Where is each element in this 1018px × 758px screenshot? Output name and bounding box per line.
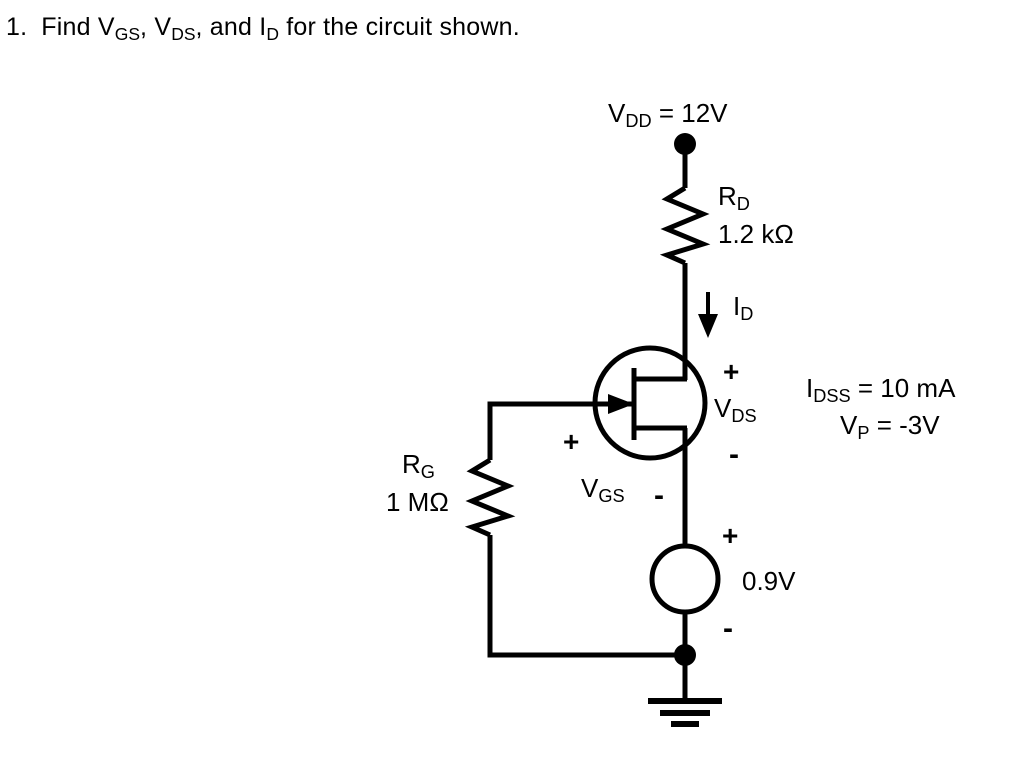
gate-resistor-value: 1 MΩ	[386, 487, 449, 517]
jfet-transistor-symbol	[592, 345, 708, 461]
question-term-vgs: VGS	[97, 13, 141, 44]
question-term-id: ID	[259, 13, 280, 44]
vgs-plus-sign: +	[563, 426, 580, 457]
question-prefix: Find	[41, 13, 98, 41]
drain-resistor-name: RD	[718, 181, 750, 215]
question-suffix: for the circuit shown.	[279, 13, 520, 41]
ground-symbol-icon	[648, 698, 722, 727]
drain-current-arrow-icon	[698, 292, 718, 338]
ground-node-dot	[674, 644, 696, 666]
gate-resistor-name: RG	[402, 449, 435, 483]
question-separator-2: , and	[195, 13, 260, 41]
vdd-node-dot	[674, 133, 696, 155]
jfet-gate-arrow-icon	[608, 394, 634, 414]
idss-parameter: IDSS = 10 mA	[806, 373, 956, 407]
wire-gate-to-rg	[487, 401, 592, 460]
question-text: 1. Find VGS, VDS, and ID for the circuit …	[6, 12, 520, 44]
gate-resistor-symbol	[464, 457, 516, 538]
wire-rg-to-ground-node	[487, 535, 680, 658]
question-separator-1: ,	[140, 13, 155, 41]
drain-resistor-value: 1.2 kΩ	[718, 219, 794, 249]
vgs-label: VGS	[581, 473, 625, 507]
vds-label: VDS	[714, 393, 757, 427]
vds-minus-sign: -	[729, 438, 739, 471]
question-number: 1.	[6, 13, 28, 41]
source-voltage-minus-sign: -	[723, 612, 733, 645]
question-term-vds: VDS	[154, 13, 196, 44]
vp-parameter: VP = -3V	[840, 410, 940, 444]
drain-current-label: ID	[733, 291, 754, 325]
drain-resistor-symbol	[659, 185, 711, 266]
voltage-source-symbol	[649, 543, 721, 615]
vdd-label: VDD = 12V	[608, 98, 728, 132]
vgs-minus-sign: -	[654, 479, 664, 512]
vds-plus-sign: +	[723, 356, 740, 387]
source-voltage-value: 0.9V	[742, 566, 796, 596]
source-voltage-plus-sign: +	[722, 520, 739, 551]
